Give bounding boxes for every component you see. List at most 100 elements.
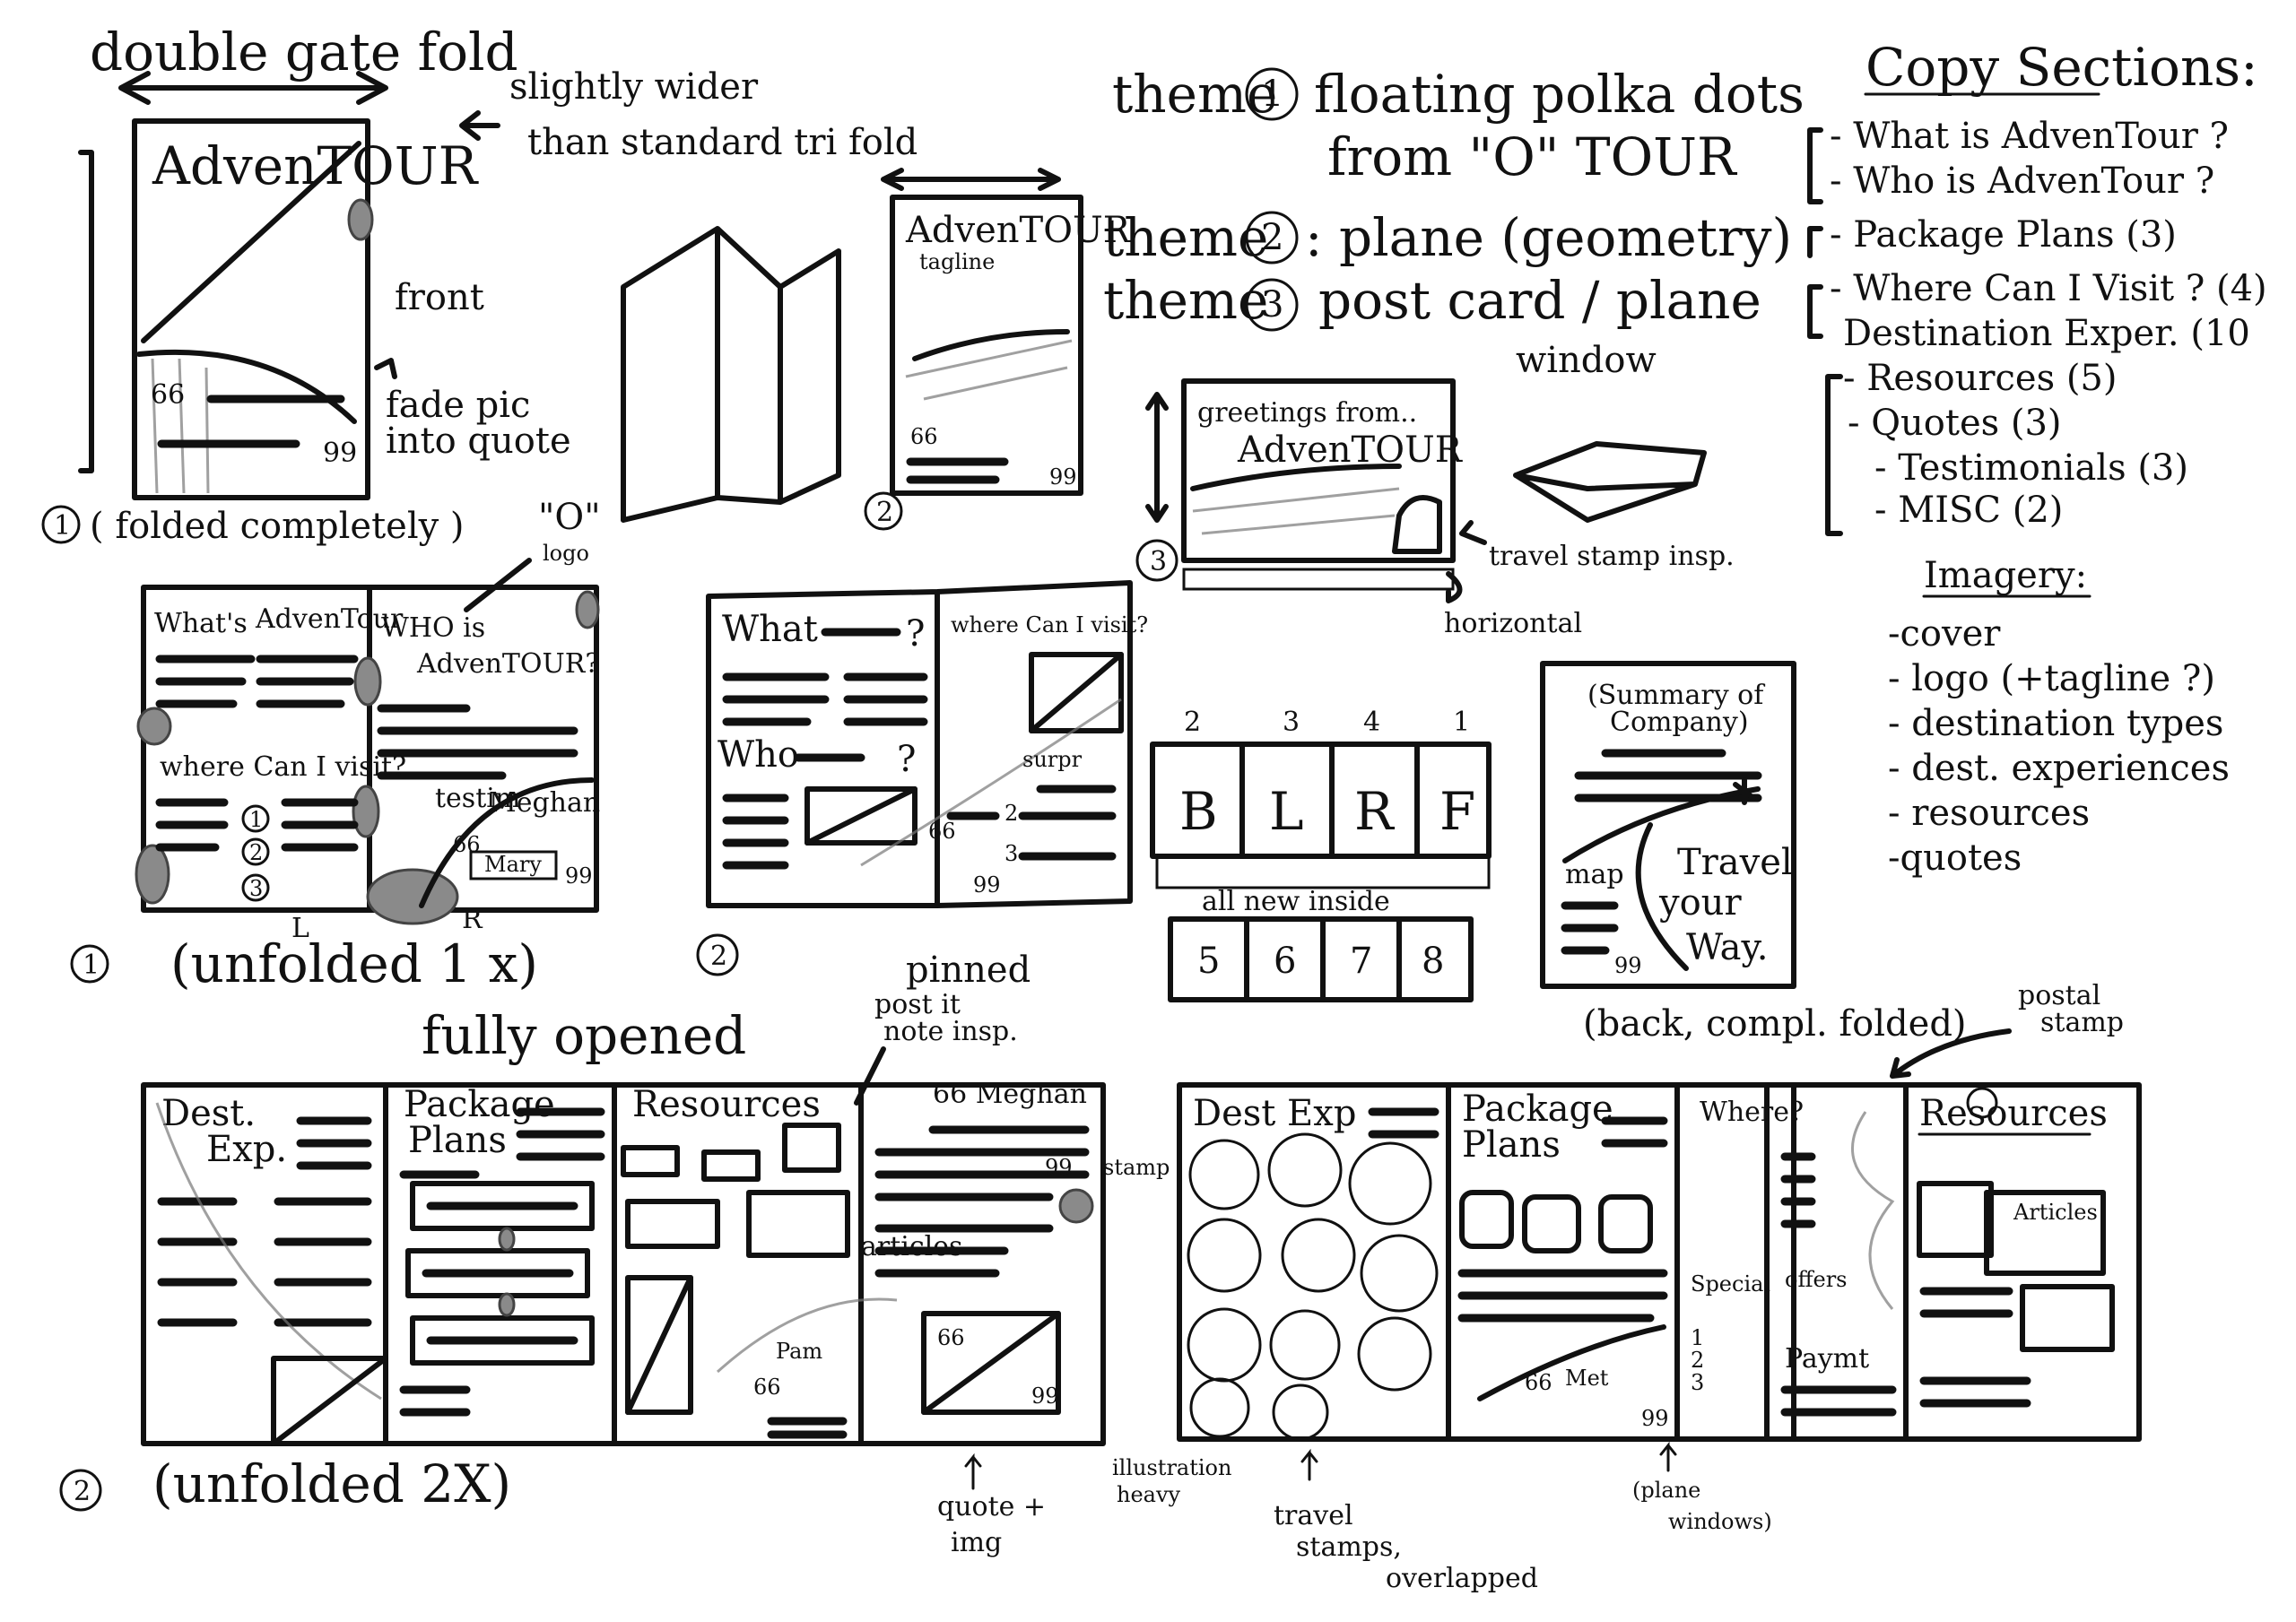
rs-paymt: Paymt [1785,1343,1869,1375]
quote-img-diag [921,1311,1061,1415]
theme2-b: : plane (geometry) [1305,207,1792,268]
num-1: 1 [54,510,71,542]
unfolded1-quote-open: 66 [453,832,481,857]
rs-package-lines [1601,1116,1668,1148]
dest-image [271,1356,388,1446]
rs-resources: Resources [1919,1093,2108,1134]
num-unfold1: 1 [83,950,100,981]
adven-heading: AdvenTour [255,603,404,635]
horizontal-arrow [1446,571,1463,603]
theme1-b: floating polka dots [1314,64,1805,125]
fully-opened-spread [141,1082,1106,1446]
meghan-quote: 66 Meghan [933,1079,1087,1110]
illus-1: illustration [1112,1455,1231,1480]
back-map: map [1565,859,1624,890]
dest-label: Dest. [161,1093,256,1134]
num-3-circle [1135,539,1178,582]
grid-cell-1: L [1269,781,1304,842]
cover-quote-open: 66 [151,379,185,411]
rs-dest: Dest Exp [1193,1093,1356,1134]
travel-stamps-3: overlapped [1386,1563,1538,1594]
postcard-base [1182,568,1455,591]
what-q: ? [906,613,925,655]
panel2-title: AdvenTOUR [905,210,1132,251]
pinned-3: note insp. [883,1016,1018,1047]
resource-note-5 [746,1190,850,1258]
theme2-num: 2 [1261,217,1283,258]
rs-plan-1 [1459,1190,1514,1249]
unfolded1-quote-close: 99 [565,863,593,889]
grid-cell-2: R [1354,781,1396,842]
rs-stamp-9 [1357,1316,1432,1392]
copy-item-7: - Testimonials (3) [1874,447,2188,489]
testim-label: testim [435,783,520,814]
where-visit: where Can I visit? [951,612,1148,638]
bottom-cell-1: 6 [1274,941,1296,982]
rs-stamp-2 [1267,1132,1343,1208]
plane-windows-2: windows) [1668,1509,1772,1534]
unfolded2a-image [1029,652,1124,733]
postcard-shading [1192,487,1400,535]
r-label: R [462,904,483,935]
rs-stamp-11 [1272,1383,1329,1441]
copy-item-5: - Resources (5) [1843,358,2118,399]
rs-stamp-5 [1281,1218,1356,1293]
double-gate-fold-title: double gate fold [90,22,518,82]
unfolded2a-lines-top [722,672,928,726]
unfolded1-text-lines-top [155,655,359,708]
rs-window-frame [1764,1082,1796,1442]
item-circle-1 [241,804,270,833]
right-spread [1177,1082,2142,1442]
testimonial-curve [419,777,595,908]
horizontal-note: horizontal [1444,608,1582,639]
exp-label: Exp. [206,1129,287,1170]
rs-stamp-7 [1187,1307,1262,1383]
rs-met: Met [1565,1366,1609,1391]
what-heading: What [722,609,818,650]
num-unf2a-circle [696,933,739,976]
rs-plan-3 [1598,1194,1653,1253]
back-label: (back, compl. folded) [1583,1003,1967,1045]
package-box-3 [410,1315,595,1366]
postcard-height-arrow [1145,392,1169,523]
grid-top-num-1: 3 [1283,707,1300,738]
pointer-arrow [459,110,500,141]
copy-item-3: - Where Can I Visit ? (4) [1830,268,2267,309]
panel2-quote-open: 66 [910,424,938,449]
copy-item-8: - MISC (2) [1874,490,2063,531]
back-panel [1540,661,1796,989]
theme3-num: 3 [1261,284,1283,325]
unf2a-quote-open: 66 [928,819,956,844]
theme2-circle [1245,211,1299,265]
package-lines [399,1107,605,1179]
back-travel-1: Travel [1677,842,1793,883]
panel2-plane [912,329,1070,361]
theme1-a: theme [1112,64,1277,125]
order-grid-dividers [1239,742,1420,859]
cover-panel [132,118,370,500]
copy-item-6: - Quotes (3) [1848,403,2062,444]
unfolded2a-lines-right [946,785,1117,861]
rs-where-lines [1780,1152,1816,1228]
unf2a-item-2: 2 [1004,801,1018,826]
fade-note-1: fade pic [386,385,530,426]
item-1: 1 [249,807,263,832]
whats-heading: What's [154,608,248,639]
summary-2: Company) [1610,707,1749,738]
fully-opened-label: fully opened [422,1005,746,1066]
num-3: 3 [1150,546,1167,577]
theme3-a: theme [1103,270,1268,331]
back-summary-lines [1574,749,1762,802]
panel2-quote-close: 99 [1049,464,1077,490]
meghan-lines [874,1125,1090,1201]
rs-paymt-lines [1780,1385,1897,1417]
back-travel-3: Way. [1686,927,1768,968]
front-label: front [395,277,484,318]
pam-label: Pam [776,1339,822,1364]
unfolded2a-plane-trail [860,698,1122,867]
plans-label: Plans [408,1120,507,1161]
plane-windows-arrow [1659,1441,1677,1472]
postal-arrow [1890,1028,2012,1079]
grid-top-num-0: 2 [1184,707,1201,738]
